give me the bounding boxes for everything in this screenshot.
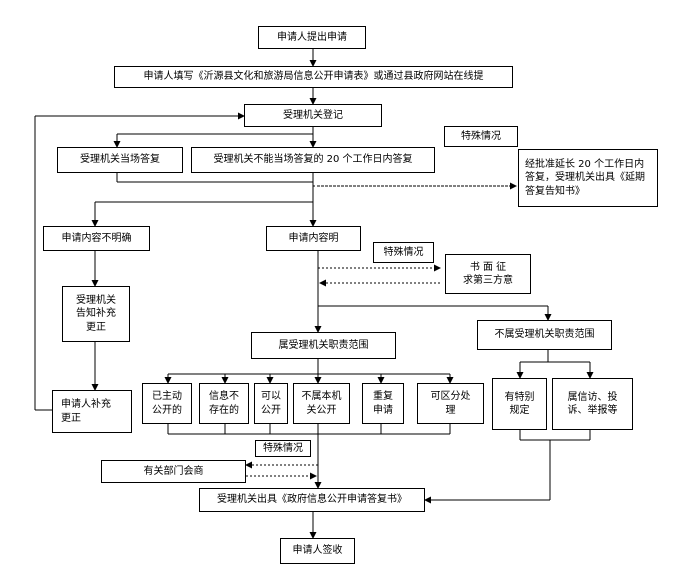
- petition-node: 属信访、投 诉、举报等: [552, 378, 633, 430]
- out-scope-node: 不属受理机关职责范围: [477, 320, 612, 350]
- unclear-label: 申请内容不明确: [61, 232, 132, 244]
- third-party-label: 书 面 征 求第三方意: [463, 261, 513, 287]
- out-scope-label: 不属受理机关职责范围: [494, 329, 595, 341]
- published-node: 已主动 公开的: [142, 383, 192, 424]
- partial-label: 可区分处 理: [430, 391, 471, 416]
- special-rule-label: 有特别 规定: [504, 391, 535, 417]
- consult-label: 有关部门会商: [143, 465, 204, 477]
- not-public-node: 不属本机 关公开: [293, 383, 350, 424]
- reply-20-label: 受理机关不能当场答复的 20 个工作日内答复: [213, 154, 413, 166]
- unclear-node: 申请内容不明确: [43, 226, 150, 251]
- notify-fix-node: 受理机关 告知补充 更正: [62, 286, 130, 342]
- special-situation-3: 特殊情况: [255, 440, 311, 457]
- special-3-label: 特殊情况: [263, 442, 303, 454]
- duplicate-node: 重复 申请: [362, 383, 404, 424]
- issue-reply-node: 受理机关出具《政府信息公开申请答复书》: [199, 488, 425, 512]
- special-situation-1: 特殊情况: [444, 126, 518, 147]
- in-scope-label: 属受理机关职责范围: [278, 339, 369, 351]
- extend-node: 经批准延长 20 个工作日内答复，受理机关出具《延期答复告知书》: [518, 149, 658, 207]
- applicant-fix-label: 申请人补充 更正: [61, 399, 111, 424]
- applicant-fix-node: 申请人补充 更正: [52, 390, 132, 433]
- third-party-node: 书 面 征 求第三方意: [445, 254, 531, 294]
- can-public-node: 可以 公开: [254, 383, 288, 424]
- special-situation-2: 特殊情况: [373, 242, 434, 263]
- reply-now-node: 受理机关当场答复: [57, 147, 183, 173]
- partial-node: 可区分处 理: [417, 383, 484, 424]
- fill-form-label: 申请人填写《沂源县文化和旅游局信息公开申请表》或通过县政府网站在线提: [143, 71, 484, 83]
- notify-fix-label: 受理机关 告知补充 更正: [76, 294, 116, 333]
- petition-label: 属信访、投 诉、举报等: [567, 391, 618, 417]
- can-public-label: 可以 公开: [261, 391, 281, 416]
- register-label: 受理机关登记: [283, 109, 343, 121]
- sign-node: 申请人签收: [280, 538, 355, 564]
- duplicate-label: 重复 申请: [373, 391, 393, 416]
- consult-node: 有关部门会商: [101, 460, 246, 483]
- clear-node: 申请内容明: [266, 226, 361, 251]
- clear-label: 申请内容明: [288, 232, 339, 244]
- special-1-label: 特殊情况: [461, 130, 501, 142]
- reply-now-label: 受理机关当场答复: [80, 154, 160, 166]
- special-rule-node: 有特别 规定: [492, 378, 547, 430]
- in-scope-node: 属受理机关职责范围: [251, 332, 396, 359]
- apply-node: 申请人提出申请: [258, 26, 366, 49]
- sign-label: 申请人签收: [292, 545, 343, 557]
- apply-label: 申请人提出申请: [277, 31, 347, 43]
- register-node: 受理机关登记: [244, 104, 382, 127]
- extend-label: 经批准延长 20 个工作日内答复，受理机关出具《延期答复告知书》: [525, 158, 645, 197]
- reply-20-node: 受理机关不能当场答复的 20 个工作日内答复: [191, 147, 435, 173]
- fill-form-node: 申请人填写《沂源县文化和旅游局信息公开申请表》或通过县政府网站在线提: [114, 66, 513, 88]
- published-label: 已主动 公开的: [152, 391, 182, 416]
- not-public-label: 不属本机 关公开: [301, 391, 342, 416]
- not-exist-node: 信息不 存在的: [199, 383, 249, 424]
- special-2-label: 特殊情况: [383, 246, 424, 258]
- not-exist-label: 信息不 存在的: [209, 391, 239, 416]
- issue-reply-label: 受理机关出具《政府信息公开申请答复书》: [217, 494, 407, 506]
